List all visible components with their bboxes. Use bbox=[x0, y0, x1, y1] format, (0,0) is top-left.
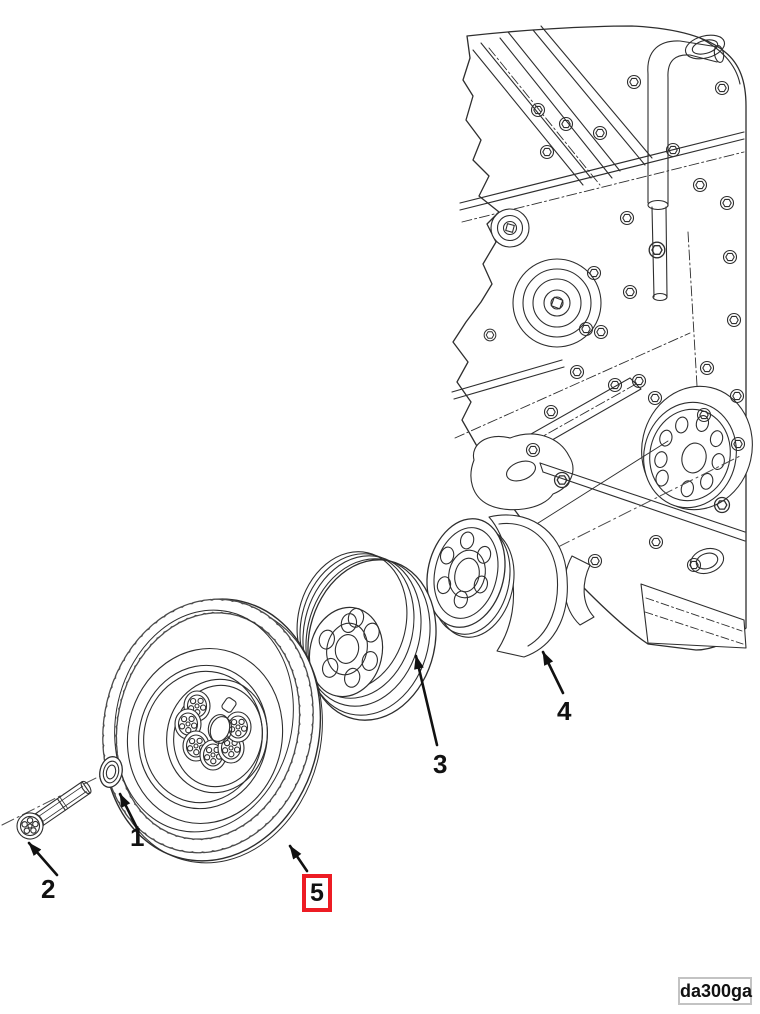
damper-pulley-drawing bbox=[426, 518, 515, 638]
callout-label-5-highlighted: 5 bbox=[302, 874, 332, 912]
support-rail-drawing bbox=[539, 462, 746, 542]
mount-bracket-drawing bbox=[470, 377, 642, 511]
engine-block-drawing bbox=[451, 25, 753, 651]
figure-code: da300ga bbox=[680, 981, 753, 1001]
callout-5-arrow bbox=[288, 844, 309, 873]
engine-rib-lines bbox=[451, 25, 745, 439]
washer-drawing bbox=[99, 756, 123, 788]
callout-3-arrow bbox=[414, 654, 439, 747]
tensioner-pulley-drawing bbox=[490, 208, 530, 248]
callout-2-arrow bbox=[27, 841, 59, 877]
flywheel-drawing bbox=[102, 598, 323, 864]
flywheel-ring-gear-teeth bbox=[102, 598, 314, 854]
callout-4-arrow bbox=[541, 650, 565, 695]
callout-label-2: 2 bbox=[41, 874, 56, 904]
callout-1-arrow bbox=[118, 792, 140, 832]
callout-label-4: 4 bbox=[557, 696, 572, 726]
water-pump-drawing bbox=[512, 258, 602, 348]
callout-arrows bbox=[27, 650, 565, 877]
crankshaft-pulley-drawing bbox=[296, 551, 437, 721]
oil-pan-drawing bbox=[563, 547, 747, 649]
crankshaft-flange-drawing bbox=[641, 385, 753, 511]
callout-label-1: 1 bbox=[130, 822, 145, 852]
callout-label-3: 3 bbox=[433, 749, 448, 779]
bolt-drawing bbox=[16, 780, 92, 840]
figure-code-box: da300ga bbox=[678, 977, 752, 1005]
engine-corner-line bbox=[699, 37, 741, 85]
